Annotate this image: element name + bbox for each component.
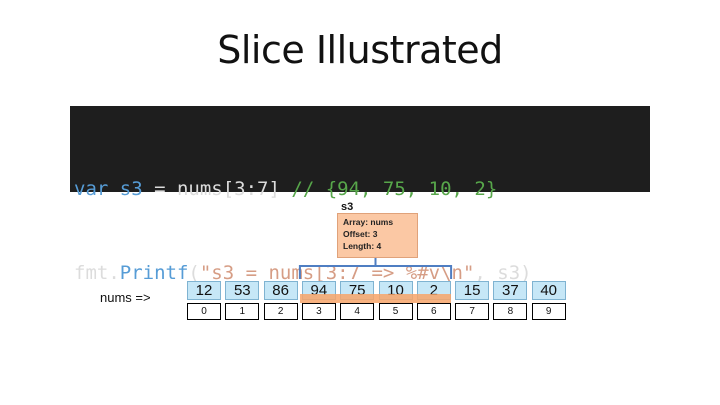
- array-index-cell: 8: [493, 303, 528, 320]
- code-string: "s3 = nums[3:7 => %#v\n": [199, 262, 475, 284]
- array-index-cell: 1: [225, 303, 260, 320]
- code-line-2: fmt.Printf("s3 = nums[3:7 => %#v\n", s3): [74, 259, 650, 287]
- array-index-cell: 3: [301, 303, 336, 320]
- array-index-cell: 6: [416, 303, 451, 320]
- slice-highlight-bar: [299, 294, 452, 303]
- array-index-cell: 4: [340, 303, 375, 320]
- array-index-cell: 0: [187, 303, 221, 320]
- slice-length-field: Length: 4: [343, 241, 382, 251]
- code-expression: = nums[3:7]: [142, 178, 292, 200]
- array-cell: 12: [187, 281, 221, 300]
- slice-name-label: s3: [341, 201, 354, 213]
- code-args: , s3): [474, 262, 532, 284]
- array-label: nums =>: [100, 290, 151, 305]
- code-package: fmt.: [74, 262, 120, 284]
- array-cell: 86: [263, 281, 298, 300]
- slice-offset-field: Offset: 3: [343, 229, 378, 239]
- slide-title: Slice Illustrated: [217, 28, 503, 72]
- array-cell: 37: [493, 281, 528, 300]
- code-variable: s3: [119, 178, 143, 200]
- array-cell: 15: [455, 281, 490, 300]
- slice-header-box: Array: nums Offset: 3 Length: 4: [337, 213, 418, 258]
- array-index-cell: 2: [263, 303, 298, 320]
- array-cell: 53: [225, 281, 260, 300]
- code-comment: // {94, 75, 10, 2}: [291, 178, 498, 200]
- code-block: var s3 = nums[3:7] // {94, 75, 10, 2} fm…: [70, 106, 650, 284]
- code-function: Printf: [119, 262, 189, 284]
- array-index-cell: 5: [378, 303, 413, 320]
- slice-array-field: Array: nums: [343, 217, 394, 227]
- slice-brace-line: [298, 258, 453, 279]
- array-index-cell: 9: [531, 303, 566, 320]
- array-cell: 40: [531, 281, 566, 300]
- code-line-1: var s3 = nums[3:7] // {94, 75, 10, 2}: [74, 175, 650, 203]
- array-index-cell: 7: [455, 303, 490, 320]
- code-keyword: var: [74, 178, 109, 200]
- code-paren: (: [188, 262, 200, 284]
